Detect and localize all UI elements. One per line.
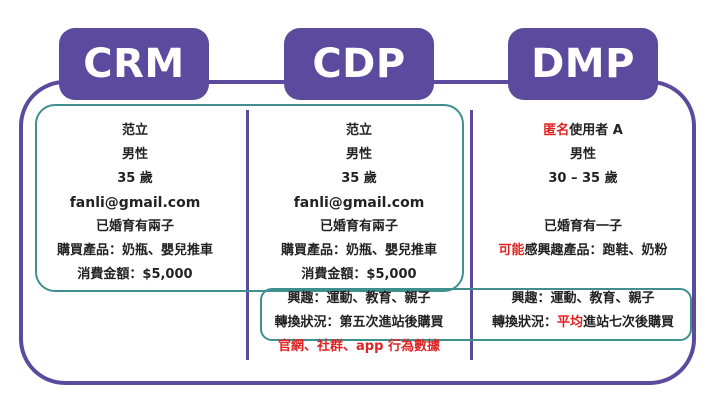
dmp-conversion: 轉換狀況：平均進站七次後購買 bbox=[492, 311, 674, 335]
cdp-spend: 消費金額：$5,000 bbox=[301, 267, 417, 282]
crm-purchase: 購買產品：奶瓶、嬰兒推車 bbox=[56, 243, 213, 258]
crm-age: 35 歲 bbox=[117, 171, 153, 186]
dmp-name: 匿名使用者 A bbox=[543, 119, 623, 143]
cdp-conversion: 轉換狀況：第五次進站後購買 bbox=[274, 315, 444, 330]
cdp-name: 范立 bbox=[345, 123, 372, 138]
dmp-conversion-suffix: 進站七次後購買 bbox=[583, 315, 675, 330]
column-divider-right bbox=[470, 110, 473, 360]
dmp-family: 已婚育有一子 bbox=[543, 219, 622, 234]
column-divider-left bbox=[246, 110, 249, 360]
dmp-conversion-highlight: 平均 bbox=[556, 315, 583, 330]
crm-column: 范立 男性 35 歲 fanli@gmail.com 已婚育有兩子 購買產品：奶… bbox=[23, 119, 247, 287]
shared-profile-highlight bbox=[35, 104, 464, 292]
dmp-interest-product-rest: 感興趣產品：跑鞋、奶粉 bbox=[524, 243, 668, 258]
cdp-interest: 興趣：運動、教育、親子 bbox=[287, 291, 431, 306]
dmp-age: 30 – 35 歲 bbox=[548, 171, 618, 186]
dmp-interest: 興趣：運動、教育、親子 bbox=[511, 291, 655, 306]
dmp-gender: 男性 bbox=[569, 147, 596, 162]
shared-behavior-highlight bbox=[260, 288, 692, 341]
cdp-family: 已婚育有兩子 bbox=[319, 219, 398, 234]
cdp-data-source: 官網、社群、app 行為數據 bbox=[278, 339, 440, 354]
cdp-purchase: 購買產品：奶瓶、嬰兒推車 bbox=[280, 243, 437, 258]
crm-family: 已婚育有兩子 bbox=[95, 219, 174, 234]
cdp-email: fanli@gmail.com bbox=[293, 195, 425, 211]
dmp-interest-product: 可能感興趣產品：跑鞋、奶粉 bbox=[498, 239, 667, 263]
cdp-age: 35 歲 bbox=[341, 171, 377, 186]
dmp-column: 匿名使用者 A 男性 30 – 35 歲 已婚育有一子 可能感興趣產品：跑鞋、奶… bbox=[471, 119, 695, 335]
header-dmp: DMP bbox=[508, 28, 658, 100]
cdp-gender: 男性 bbox=[345, 147, 372, 162]
header-crm-label: CRM bbox=[83, 41, 185, 87]
header-cdp: CDP bbox=[284, 28, 434, 100]
crm-gender: 男性 bbox=[121, 147, 148, 162]
dmp-name-highlight: 匿名 bbox=[543, 123, 570, 138]
header-dmp-label: DMP bbox=[531, 41, 635, 87]
dmp-interest-product-highlight: 可能 bbox=[498, 243, 525, 258]
cdp-column: 范立 男性 35 歲 fanli@gmail.com 已婚育有兩子 購買產品：奶… bbox=[247, 119, 471, 359]
dmp-name-rest: 使用者 A bbox=[569, 123, 623, 138]
crm-email: fanli@gmail.com bbox=[69, 195, 201, 211]
header-cdp-label: CDP bbox=[312, 41, 406, 87]
dmp-conversion-prefix: 轉換狀況： bbox=[491, 315, 557, 330]
crm-name: 范立 bbox=[121, 123, 148, 138]
crm-spend: 消費金額：$5,000 bbox=[77, 267, 193, 282]
header-crm: CRM bbox=[59, 28, 209, 100]
